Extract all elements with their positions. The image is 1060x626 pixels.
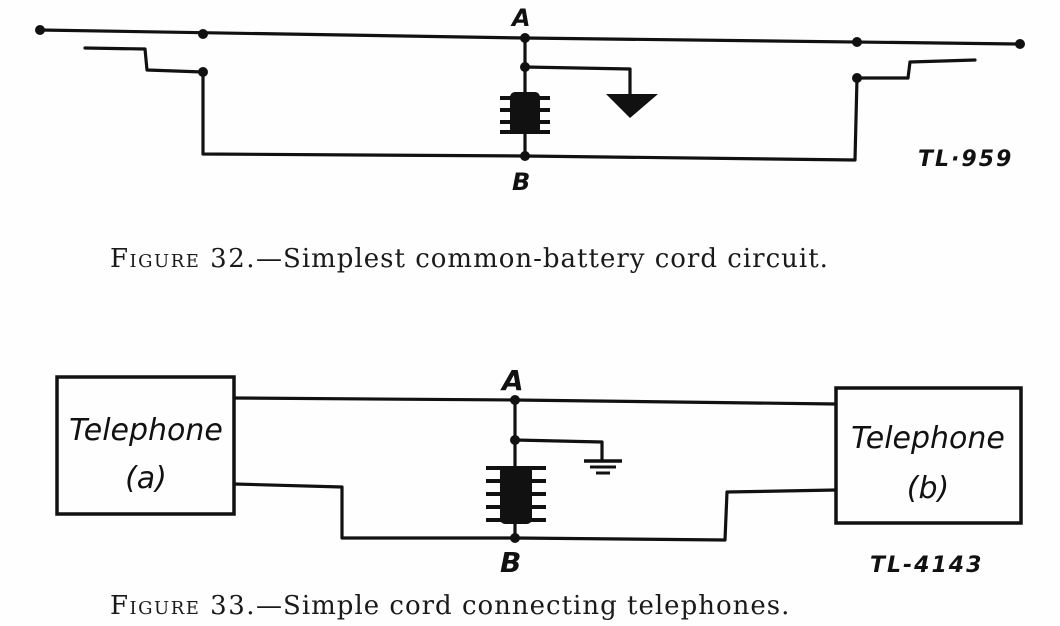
figure-33-diagram: A B Telephone (a) Telephone (b) TL-4143 (55, 364, 1023, 579)
figure-32-caption-text: —Simplest common-battery cord circuit. (256, 244, 829, 274)
fig32-node-a-dot (520, 33, 530, 43)
fig33-tl-number: TL-4143 (870, 553, 983, 578)
fig32-node-b-dot (520, 151, 530, 161)
fig32-battery-coil (500, 92, 550, 134)
fig32-ground-wire (523, 65, 632, 96)
fig32-junction-dot (198, 67, 208, 77)
fig33-node-a-dot (510, 395, 520, 405)
telephone-b-id: (b) (907, 471, 949, 506)
fig32-junction-dot (198, 29, 208, 39)
fig32-top-conductor (38, 28, 1022, 46)
figure-33-caption-number: Figure 33. (110, 591, 257, 621)
figure-32-diagram: A B TL·959 (35, 4, 1025, 196)
fig32-node-b-label: B (512, 168, 530, 196)
fig33-top-conductor (232, 396, 838, 406)
telephone-a-id: (a) (125, 461, 167, 496)
fig32-left-plug (83, 46, 527, 158)
fig33-ground-wire (513, 438, 604, 462)
fig33-junction-dot (510, 435, 520, 445)
figure-32-caption: Figure 32.—Simplest common-battery cord … (110, 244, 829, 274)
fig33-ground-symbol (584, 459, 622, 475)
fig32-right-plug (523, 58, 977, 162)
fig33-node-a-label: A (500, 364, 524, 397)
figure-33-caption: Figure 33.—Simple cord connecting teleph… (110, 591, 790, 621)
fig33-battery-coil (486, 466, 546, 524)
fig32-junction-dot (520, 62, 530, 72)
figure-32-caption-number: Figure 32. (110, 244, 257, 274)
telephone-a-name: Telephone (69, 413, 223, 448)
fig32-junction-dot (852, 73, 862, 83)
fig32-junction-dot (852, 37, 862, 47)
fig32-node-a-label: A (510, 4, 531, 32)
fig32-tl-number: TL·959 (918, 147, 1013, 172)
telephone-b-name: Telephone (851, 421, 1005, 456)
fig32-ground-symbol (606, 94, 658, 118)
fig33-node-b-dot (510, 533, 520, 543)
fig33-node-b-label: B (500, 546, 521, 579)
telephone-b-box (834, 386, 1023, 525)
figure-33-caption-text: —Simple cord connecting telephones. (256, 591, 791, 621)
fig32-terminal-dot (1015, 39, 1025, 49)
telephone-a-box (55, 375, 236, 516)
fig32-terminal-dot (35, 25, 45, 35)
